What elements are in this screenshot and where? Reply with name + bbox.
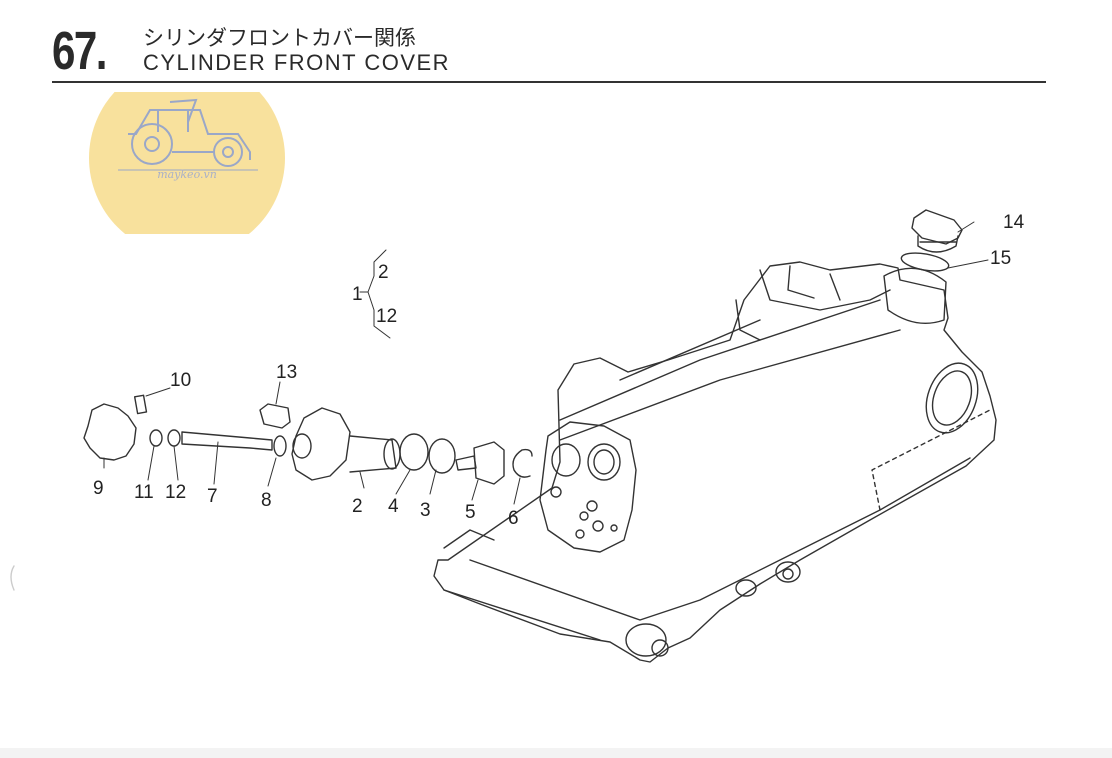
- callout-6: 6: [508, 508, 519, 529]
- shaft-part-7: [181, 431, 273, 451]
- title-japanese: シリンダフロントカバー関係: [143, 26, 416, 50]
- title-english: CYLINDER FRONT COVER: [143, 50, 451, 75]
- callout-11: 11: [134, 482, 154, 503]
- seal-part-8: [273, 435, 287, 457]
- filler-cap-part-14: [911, 209, 963, 253]
- callout-9: 9: [93, 478, 104, 499]
- callout-10: 10: [170, 370, 191, 391]
- washer-part-11: [149, 429, 163, 447]
- callout-13: 13: [276, 362, 297, 383]
- callout-5: 5: [465, 502, 476, 523]
- ring-part-4: [399, 433, 429, 471]
- callout-14: 14: [1003, 212, 1025, 233]
- callout-4: 4: [388, 496, 399, 517]
- callout-3: 3: [420, 500, 431, 521]
- watermark-brand: maykeo.vn: [157, 168, 217, 181]
- callout-7: 7: [207, 486, 218, 507]
- plug-part-13: [259, 403, 291, 429]
- page-bottom-strip: [0, 748, 1112, 758]
- page-mark: [10, 565, 15, 591]
- valve-body-part-2: [291, 407, 401, 481]
- watermark-logo: maykeo.vn: [89, 92, 285, 234]
- callout-2: 2: [352, 496, 363, 517]
- callout-15: 15: [990, 248, 1011, 269]
- header-rule: [52, 81, 1046, 83]
- callout-12: 12: [165, 482, 186, 503]
- callout-1-range-end: 12: [376, 306, 397, 327]
- o-ring-part-15: [900, 252, 950, 272]
- callout-8: 8: [261, 490, 272, 511]
- pin-part-10: [133, 394, 148, 415]
- cylinder-housing: [433, 261, 997, 663]
- callout-1-range-start: 2: [378, 262, 389, 283]
- watermark-circle: [89, 92, 285, 234]
- leader-lines: [103, 221, 989, 505]
- knob-part-9: [83, 403, 137, 461]
- spool-part-5: [455, 441, 505, 485]
- callout-1: 1: [352, 284, 363, 305]
- tractor-icon: [118, 98, 258, 171]
- section-number: 67.: [52, 21, 107, 81]
- snap-ring-part-6: [512, 448, 533, 478]
- ring-part-3: [428, 438, 456, 474]
